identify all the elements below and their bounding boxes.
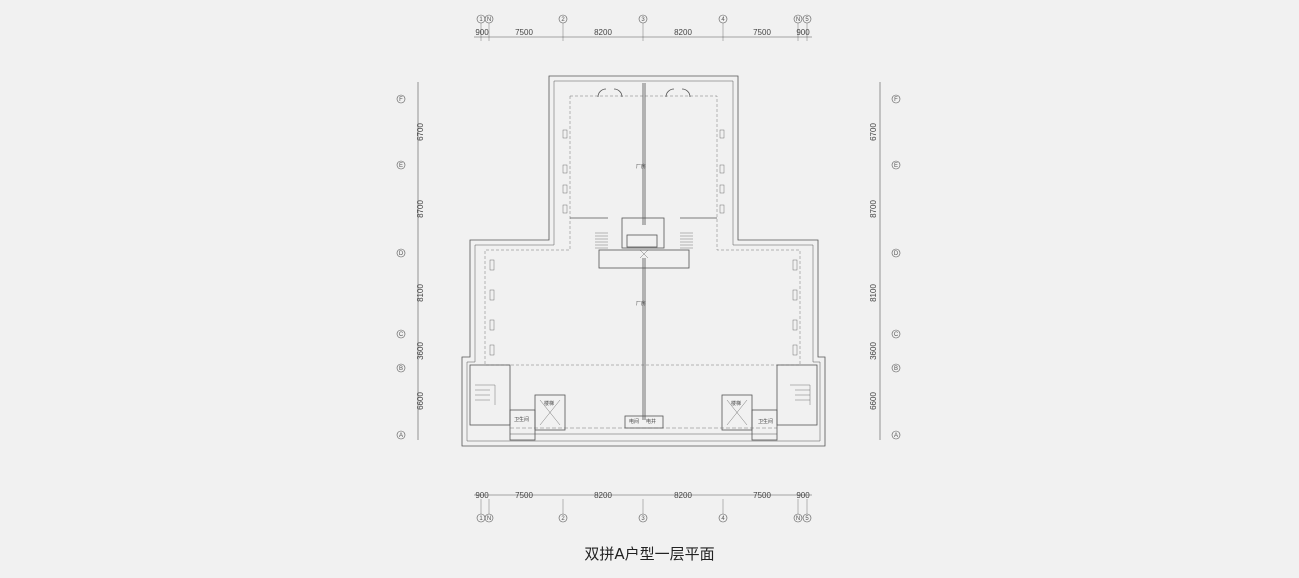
dimension-label-h: 8200: [594, 491, 612, 500]
axis-bubble-v: [396, 248, 406, 258]
axis-label-h: 2: [561, 17, 565, 23]
dimension-label-h: 8200: [674, 28, 692, 37]
dimension-label-v: 6600: [416, 392, 425, 410]
axis-label-v: B: [894, 366, 898, 372]
axis-bubble-v: [891, 94, 901, 104]
dimension-label-h: 8200: [674, 491, 692, 500]
axis-label-h: 3: [641, 516, 645, 522]
dimension-label-h: 900: [796, 28, 810, 37]
axis-label-v: F: [894, 97, 898, 103]
axis-bubble-v: [891, 329, 901, 339]
axis-label-h: 3: [641, 17, 645, 23]
room-label-stair-left: 楼梯: [544, 400, 554, 407]
axis-bubble-v: [891, 430, 901, 440]
room-label-toilet-left: 卫生间: [514, 416, 529, 423]
dimension-label-v: 8700: [416, 200, 425, 218]
axis-bubble-v: [891, 248, 901, 258]
dimension-label-v: 8700: [869, 200, 878, 218]
dimension-label-v: 3600: [416, 342, 425, 360]
axis-bubble-v: [396, 94, 406, 104]
plan-caption: 双拼A户型一层平面: [584, 545, 715, 563]
axis-label-v: B: [399, 366, 403, 372]
dimension-label-h: 7500: [753, 28, 771, 37]
dimension-label-h: 7500: [515, 491, 533, 500]
room-label-elec-room: 电间: [629, 418, 639, 425]
room-label-toilet-right: 卫生间: [758, 418, 773, 425]
axis-label-v: C: [894, 332, 899, 338]
axis-label-h: N: [796, 516, 800, 522]
dimension-label-v: 8100: [869, 284, 878, 302]
dimension-label-h: 8200: [594, 28, 612, 37]
axis-label-v: E: [399, 163, 403, 169]
room-label-elec-well: 电井: [646, 418, 656, 425]
axis-label-h: 4: [721, 516, 725, 522]
axis-label-v: E: [894, 163, 898, 169]
dimension-label-h: 900: [475, 491, 489, 500]
dimension-label-h: 7500: [515, 28, 533, 37]
dimension-label-h: 900: [796, 491, 810, 500]
dimension-label-v: 6700: [416, 123, 425, 141]
axis-bubble-v: [891, 363, 901, 373]
axis-bubble-v: [396, 363, 406, 373]
axis-label-h: 1: [479, 516, 483, 522]
room-label-factory-lower: 厂房: [636, 300, 646, 307]
axis-label-v: A: [894, 433, 898, 439]
dimension-label-h: 900: [475, 28, 489, 37]
axis-label-v: C: [399, 332, 404, 338]
axis-label-h: 4: [721, 17, 725, 23]
axis-bubble-v: [891, 160, 901, 170]
axis-label-h: N: [796, 17, 800, 23]
axis-label-v: F: [399, 97, 403, 103]
axis-label-h: 5: [805, 17, 809, 23]
axis-label-v: D: [894, 251, 899, 257]
dimension-label-h: 7500: [753, 491, 771, 500]
room-label-factory-upper: 厂房: [636, 163, 646, 170]
room-label-stair-right: 楼梯: [731, 400, 741, 407]
axis-bubble-v: [396, 329, 406, 339]
dimension-label-v: 3600: [869, 342, 878, 360]
dimension-label-v: 8100: [416, 284, 425, 302]
axis-label-h: 1: [479, 17, 483, 23]
axis-bubble-v: [396, 160, 406, 170]
axis-label-h: N: [487, 17, 491, 23]
axis-bubble-v: [396, 430, 406, 440]
axis-label-h: 2: [561, 516, 565, 522]
axis-label-h: 5: [805, 516, 809, 522]
dimension-label-v: 6700: [869, 123, 878, 141]
dimension-label-v: 6600: [869, 392, 878, 410]
axis-label-v: A: [399, 433, 403, 439]
axis-label-h: N: [487, 516, 491, 522]
axis-label-v: D: [399, 251, 404, 257]
